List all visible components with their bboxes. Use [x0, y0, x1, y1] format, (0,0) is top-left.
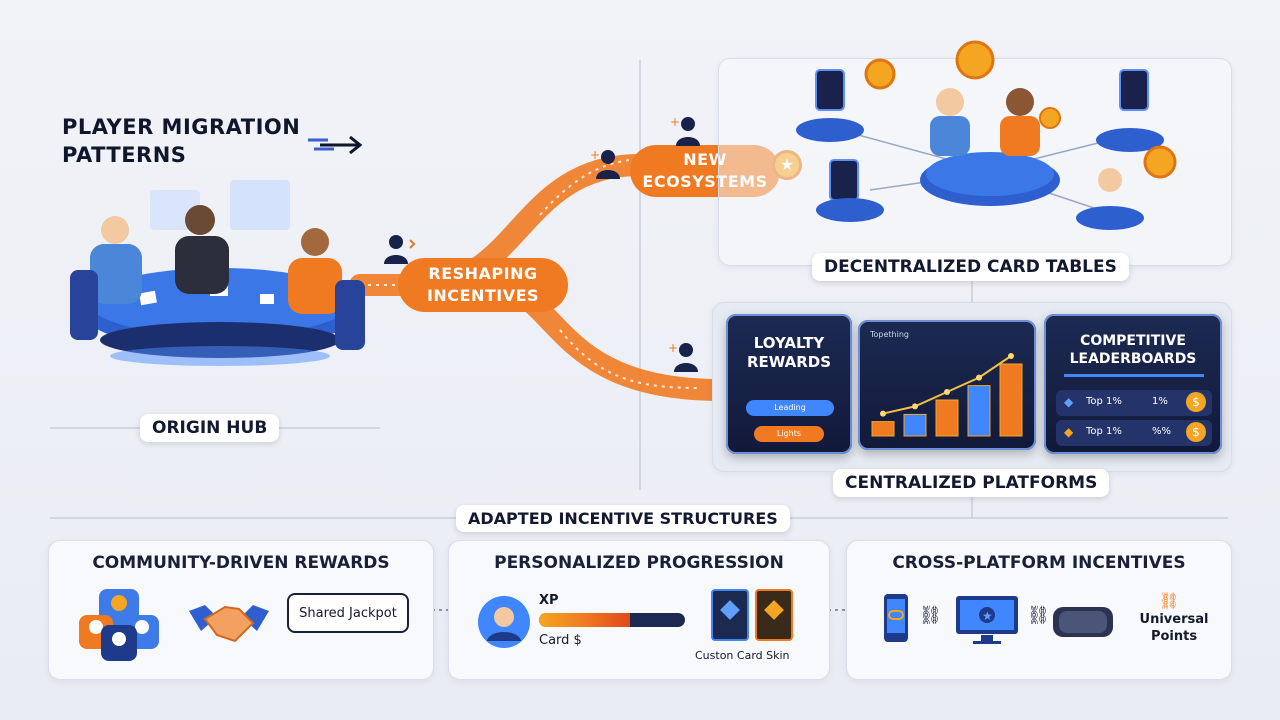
loyalty-leading-button[interactable]: Leading [746, 400, 834, 416]
decentralized-label: DECENTRALIZED CARD TABLES [812, 253, 1129, 281]
universal-points-label: Universal Points [1139, 612, 1209, 644]
leaderboard-rank: Top 1% [1086, 426, 1122, 437]
link-icon: ⛓ [919, 605, 942, 626]
svg-text:+: + [590, 148, 600, 162]
card-skin-orange [755, 589, 793, 641]
leaderboard-rank: Top 1% [1086, 396, 1122, 407]
player-avatar [185, 205, 215, 235]
adapted-incentives-label: ADAPTED INCENTIVE STRUCTURES [456, 505, 790, 532]
monitor-icon: ★ [956, 596, 1018, 644]
growth-bar [935, 399, 959, 437]
person-icon [384, 235, 416, 264]
growth-point [880, 410, 886, 417]
personalized-title: PERSONALIZED PROGRESSION [494, 553, 784, 573]
person-icon: + [590, 148, 620, 179]
svg-text:+: + [670, 115, 680, 129]
loyalty-title: LOYALTY REWARDS [746, 334, 832, 371]
cross-platform-card: CROSS-PLATFORM INCENTIVES ⛓ ★ ⛓ ⛓ Univer… [846, 540, 1232, 680]
reshaping-incentives-label: RESHAPING INCENTIVES [398, 258, 568, 312]
person-icon: + [668, 341, 698, 372]
handshake-icon [189, 605, 269, 643]
community-group-icon [79, 589, 159, 661]
leaderboard-pct: %% [1152, 426, 1172, 437]
personalized-progression-card: PERSONALIZED PROGRESSION XP Card $ Custo… [448, 540, 830, 680]
xp-progress-fill [539, 613, 630, 627]
card-label: Card $ [539, 633, 582, 648]
user-avatar-icon [478, 596, 530, 648]
leaderboard-row: ◆ Top 1% 1% $ [1056, 390, 1212, 416]
xp-label: XP [539, 593, 559, 608]
growth-point [976, 374, 982, 381]
link-icon: ⛓ [1159, 591, 1180, 610]
growth-point [1008, 353, 1014, 359]
cross-title: CROSS-PLATFORM INCENTIVES [892, 553, 1186, 573]
link-icon: ⛓ [1027, 605, 1050, 626]
centralized-label: CENTRALIZED PLATFORMS [833, 469, 1110, 497]
dollar-coin-icon: $ [1186, 422, 1206, 442]
player-avatar [301, 228, 329, 256]
rank-diamond-icon: ◆ [1064, 425, 1074, 439]
loyalty-lights-button[interactable]: Lights [754, 426, 824, 442]
hologram-screen [230, 180, 290, 230]
leaderboards-title: COMPETITIVE LEADERBOARDS [1069, 333, 1197, 367]
growth-bar [903, 413, 927, 437]
community-title: COMMUNITY-DRIVEN REWARDS [92, 553, 390, 573]
phone-icon [884, 594, 908, 642]
leaderboard-row: ◆ Top 1% %% $ [1056, 420, 1212, 446]
player-avatar [1006, 88, 1034, 116]
growth-bar [871, 421, 895, 437]
growth-chart [871, 353, 1023, 437]
vr-headset-icon [1053, 607, 1113, 637]
decentralized-illustration [780, 40, 1220, 260]
growth-chart-title: Topething [870, 330, 909, 339]
origin-hub-illustration [60, 180, 380, 400]
divider [1064, 374, 1204, 377]
svg-text:★: ★ [982, 609, 993, 623]
growth-bar [967, 385, 991, 437]
origin-hub-label: ORIGIN HUB [140, 414, 280, 442]
growth-bar [999, 363, 1023, 437]
page-title: PLAYER MIGRATION PATTERNS [62, 115, 301, 167]
player-avatar [936, 88, 964, 116]
person-icon: + [670, 115, 700, 146]
loyalty-rewards-panel: LOYALTY REWARDS Leading Lights [726, 314, 852, 454]
leaderboard-pct: 1% [1152, 396, 1168, 407]
custom-card-skin-label: Custon Card Skin [695, 649, 790, 662]
growth-chart-panel: Topething [858, 320, 1036, 450]
growth-point [944, 389, 950, 395]
leaderboards-panel: COMPETITIVE LEADERBOARDS ◆ Top 1% 1% $ ◆… [1044, 314, 1222, 454]
svg-text:+: + [668, 341, 678, 355]
player-avatar [101, 216, 129, 244]
shared-jackpot-bubble: Shared Jackpot [287, 593, 409, 633]
community-rewards-card: COMMUNITY-DRIVEN REWARDS Shared Jackpot [48, 540, 434, 680]
player-avatar [1098, 168, 1122, 192]
card-skin-blue [711, 589, 749, 641]
rank-diamond-icon: ◆ [1064, 395, 1074, 409]
growth-point [912, 403, 918, 410]
xp-progress-bar [539, 613, 685, 627]
dollar-coin-icon: $ [1186, 392, 1206, 412]
arrow-right-icon [308, 135, 363, 155]
